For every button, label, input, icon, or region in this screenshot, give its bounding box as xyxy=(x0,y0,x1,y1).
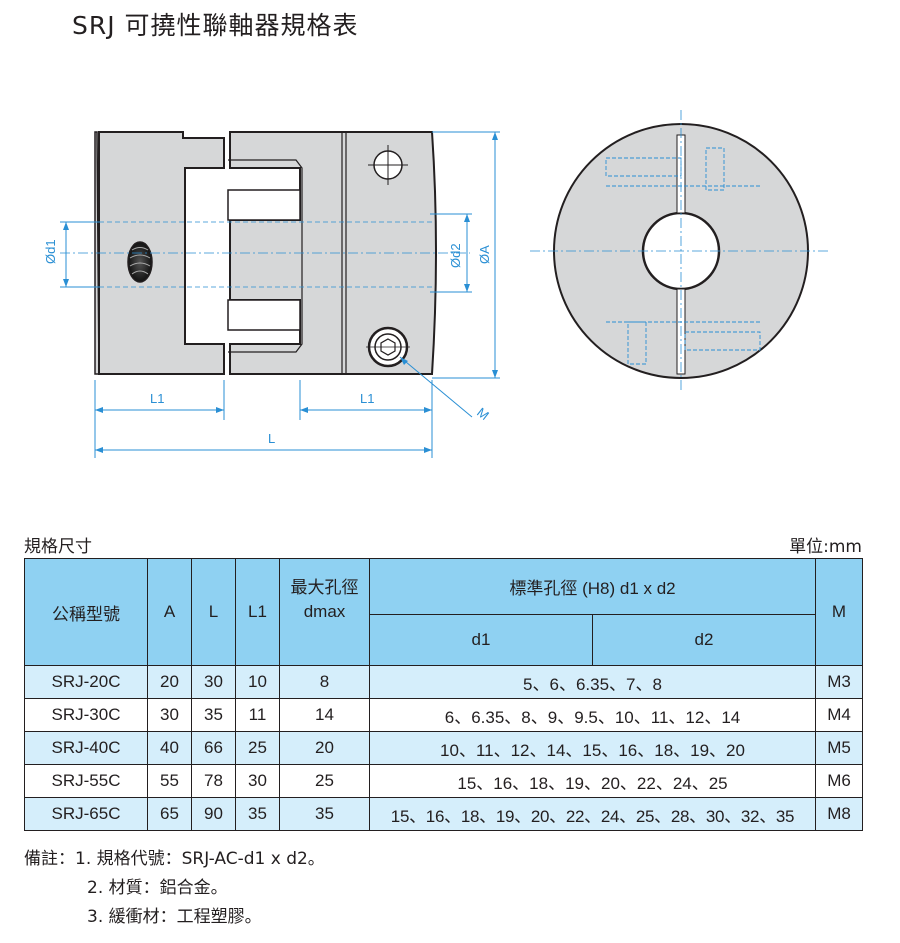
cell-bore: 15、16、18、19、20、22、24、25、28、30、32、35 xyxy=(368,797,817,831)
cell-dmax: 14 xyxy=(279,698,370,732)
label-l: L xyxy=(268,431,275,446)
table-row: SRJ-30C 30 35 11 14 6、6.35、8、9、9.5、10、11… xyxy=(24,698,864,732)
note-text: 1. 規格代號：SRJ-AC-d1 x d2。 xyxy=(75,849,325,869)
cell-m: M3 xyxy=(815,665,864,699)
cell-model: SRJ-55C xyxy=(24,764,148,798)
cell-a: 40 xyxy=(147,731,192,765)
cell-l: 66 xyxy=(191,731,236,765)
note-item: 備註：1. 規格代號：SRJ-AC-d1 x d2。 xyxy=(24,845,325,874)
unit-label: 單位:mm xyxy=(789,537,862,557)
note-text: 2. 材質：鋁合金。 xyxy=(87,878,228,898)
table-row: SRJ-20C 20 30 10 8 5、6、6.35、7、8 M3 xyxy=(24,665,864,699)
cell-a: 20 xyxy=(147,665,192,699)
cell-dmax: 20 xyxy=(279,731,370,765)
left-hub-body xyxy=(98,131,225,375)
spider-insert xyxy=(227,189,301,331)
side-view xyxy=(60,131,470,375)
header-model: 公稱型號 xyxy=(24,558,148,666)
header-d2: d2 xyxy=(591,614,817,666)
note-text: 3. 緩衝材：工程塑膠。 xyxy=(87,907,262,927)
cell-l: 90 xyxy=(191,797,236,831)
cell-l1: 11 xyxy=(235,698,280,732)
set-screw-icon xyxy=(127,241,153,283)
jaw-outline xyxy=(228,159,303,353)
header-a: A xyxy=(147,558,192,666)
front-view xyxy=(530,110,830,392)
cell-a: 65 xyxy=(147,797,192,831)
cell-l1: 30 xyxy=(235,764,280,798)
page-title: SRJ 可撓性聯軸器規格表 xyxy=(72,11,359,40)
label-a: ØA xyxy=(477,245,492,264)
cell-l: 78 xyxy=(191,764,236,798)
cell-a: 30 xyxy=(147,698,192,732)
header-bore: 標準孔徑 (H8) d1 x d2 xyxy=(368,558,817,615)
cell-l1: 10 xyxy=(235,665,280,699)
cell-m: M5 xyxy=(815,731,864,765)
header-dmax-line2: dmax xyxy=(303,602,346,621)
notes: 備註：1. 規格代號：SRJ-AC-d1 x d2。 2. 材質：鋁合金。 3.… xyxy=(24,845,325,932)
dimension-lines xyxy=(60,131,500,458)
dimension-arrows xyxy=(63,132,498,453)
cell-bore: 15、16、18、19、20、22、24、25 xyxy=(368,764,817,798)
cell-a: 55 xyxy=(147,764,192,798)
table-row: SRJ-55C 55 78 30 25 15、16、18、19、20、22、24… xyxy=(24,764,864,798)
cell-dmax: 8 xyxy=(279,665,370,699)
note-item: 2. 材質：鋁合金。 xyxy=(24,874,325,903)
table-row: SRJ-65C 65 90 35 35 15、16、18、19、20、22、24… xyxy=(24,797,864,831)
cell-bore: 6、6.35、8、9、9.5、10、11、12、14 xyxy=(368,698,817,732)
notes-prefix: 備註： xyxy=(24,849,75,869)
cell-bore: 10、11、12、14、15、16、18、19、20 xyxy=(368,731,817,765)
coupling-drawing: Ød1 Ød2 ØA L1 L1 L M xyxy=(43,110,830,458)
header-dmax: 最大孔徑 dmax xyxy=(279,558,370,666)
cell-l1: 25 xyxy=(235,731,280,765)
cell-model: SRJ-65C xyxy=(24,797,148,831)
cell-m: M4 xyxy=(815,698,864,732)
cell-dmax: 35 xyxy=(279,797,370,831)
cell-l: 30 xyxy=(191,665,236,699)
cell-bore: 5、6、6.35、7、8 xyxy=(368,665,817,699)
cell-m: M8 xyxy=(815,797,864,831)
cell-dmax: 25 xyxy=(279,764,370,798)
cell-m: M6 xyxy=(815,764,864,798)
header-d1: d1 xyxy=(369,614,593,666)
label-m: M xyxy=(474,405,492,423)
label-l1-right: L1 xyxy=(360,391,374,406)
cell-l1: 35 xyxy=(235,797,280,831)
cell-model: SRJ-40C xyxy=(24,731,148,765)
section-label: 規格尺寸 xyxy=(24,537,92,557)
header-l: L xyxy=(191,558,236,666)
table-row: SRJ-40C 40 66 25 20 10、11、12、14、15、16、18… xyxy=(24,731,864,765)
cell-l: 35 xyxy=(191,698,236,732)
cell-model: SRJ-30C xyxy=(24,698,148,732)
note-item: 3. 緩衝材：工程塑膠。 xyxy=(24,903,325,932)
header-l1: L1 xyxy=(235,558,280,666)
header-m: M xyxy=(815,558,864,666)
header-dmax-line1: 最大孔徑 xyxy=(290,578,359,597)
label-l1-left: L1 xyxy=(150,391,164,406)
label-d1: Ød1 xyxy=(43,239,58,264)
label-d2: Ød2 xyxy=(448,243,463,268)
cell-model: SRJ-20C xyxy=(24,665,148,699)
spec-table: 公稱型號 A L L1 最大孔徑 dmax 標準孔徑 (H8) d1 x d2 … xyxy=(24,558,864,831)
